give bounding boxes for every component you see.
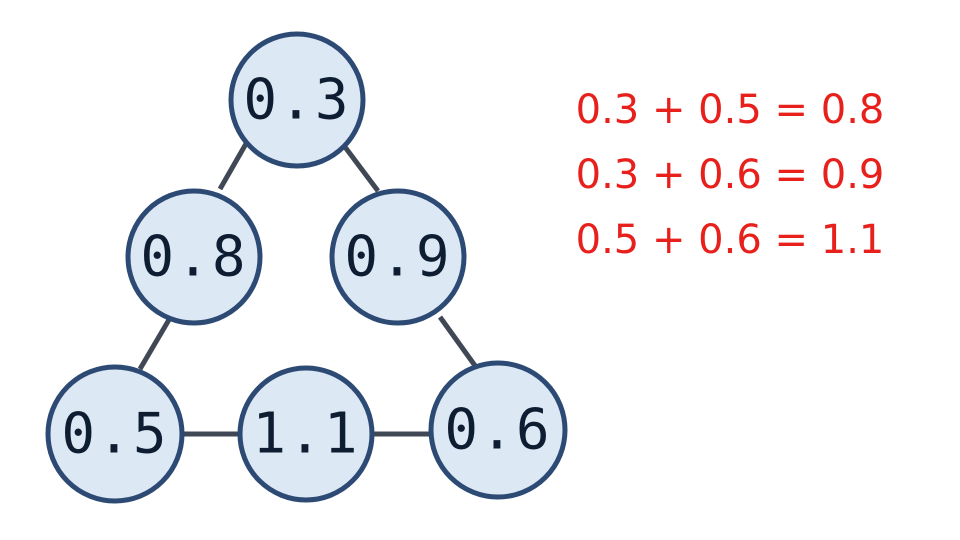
equations-panel: 0.3 + 0.5 = 0.8 0.3 + 0.6 = 0.9 0.5 + 0.… xyxy=(530,78,930,273)
edge-mid-right-to-bottom-right xyxy=(437,315,479,369)
equation-line-2: 0.3 + 0.6 = 0.9 xyxy=(575,152,885,198)
node-bottom-left: 0.5 xyxy=(45,364,185,504)
node-bottom-mid: 1.1 xyxy=(237,365,375,503)
node-mid-right-label: 0.9 xyxy=(344,225,451,290)
node-top-label: 0.3 xyxy=(243,68,350,133)
equation-line-3: 0.5 + 0.6 = 1.1 xyxy=(575,217,885,263)
node-bottom-right: 0.6 xyxy=(428,360,568,500)
edge-top-to-mid-left xyxy=(217,140,250,191)
node-mid-left-label: 0.8 xyxy=(140,225,247,290)
edge-mid-left-to-bottom-left xyxy=(137,316,173,371)
node-bottom-left-label: 0.5 xyxy=(61,402,168,467)
node-bottom-right-label: 0.6 xyxy=(444,398,551,463)
node-bottom-mid-label: 1.1 xyxy=(252,402,359,467)
node-mid-left: 0.8 xyxy=(125,188,263,326)
edge-top-to-mid-right xyxy=(343,145,380,193)
node-mid-right: 0.9 xyxy=(329,188,467,326)
node-top: 0.3 xyxy=(228,31,366,169)
equation-line-1: 0.3 + 0.5 = 0.8 xyxy=(575,87,885,133)
